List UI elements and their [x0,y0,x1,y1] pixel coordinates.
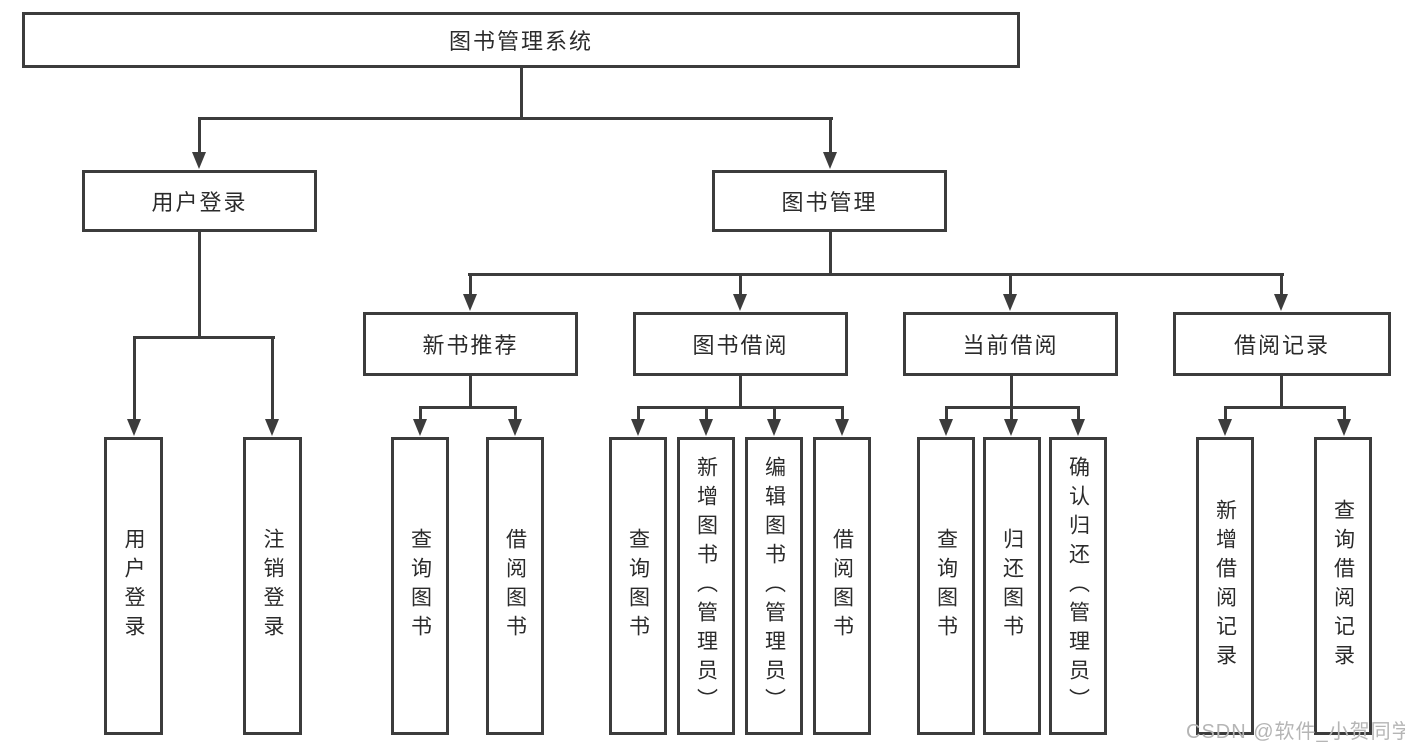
arrow-down-icon [1337,419,1351,436]
connector-level3-hline [468,273,1284,276]
leaf-borrow-query-book: 查询图书 [609,437,667,735]
connector-user-login-stem [198,232,201,336]
leaf-label: 查询图书 [626,528,650,644]
connector-group-hline [637,406,843,409]
leaf-label: 借阅图书 [830,528,854,644]
connector-group-stem [469,376,472,408]
arrow-down-icon [699,419,713,436]
arrow-down-icon [127,419,141,436]
connector-arrow-stem [419,406,422,421]
arrow-down-icon [733,294,747,311]
connector-arrow-stem [1224,406,1227,421]
arrow-down-icon [939,419,953,436]
arrow-down-icon [1218,419,1232,436]
arrow-down-icon [835,419,849,436]
arrow-down-icon [631,419,645,436]
leaf-record-query-borrow-record: 查询借阅记录 [1314,437,1372,735]
connector-arrow-stem [271,336,274,420]
connector-group-hline [1224,406,1346,409]
arrow-down-icon [463,294,477,311]
arrow-down-icon [508,419,522,436]
connector-arrow-stem [637,406,640,421]
leaf-borrow-borrow-book: 借阅图书 [813,437,871,735]
leaf-current-query-book: 查询图书 [917,437,975,735]
connector-arrow-stem [1009,273,1012,296]
arrow-down-icon [192,152,206,169]
connector-arrow-stem [1010,406,1013,421]
connector-arrow-stem [1280,273,1283,296]
node-root-label: 图书管理系统 [448,29,593,54]
leaf-label: 查询借阅记录 [1331,499,1355,673]
node-current-borrow: 当前借阅 [903,312,1118,376]
connector-group-hline [419,406,517,409]
leaf-newbook-borrow-book: 借阅图书 [486,437,544,735]
arrow-down-icon [1004,419,1018,436]
leaf-label: 借阅图书 [503,528,527,644]
arrow-down-icon [413,419,427,436]
arrow-down-icon [1071,419,1085,436]
connector-group-stem [1010,376,1013,408]
node-root-library-system: 图书管理系统 [22,12,1020,68]
node-user-login-label: 用户登录 [151,190,248,215]
leaf-label: 确认归还（管理员） [1066,455,1090,717]
leaf-current-return-book: 归还图书 [983,437,1041,735]
connector-arrow-stem [773,406,776,421]
connector-group-stem [739,376,742,408]
node-book-management: 图书管理 [712,170,947,232]
leaf-label: 归还图书 [1000,528,1024,644]
connector-arrow-stem [133,336,136,420]
leaf-label: 新增图书（管理员） [694,455,718,717]
connector-arrow-stem [739,273,742,296]
connector-book-mgmt-stem [829,232,832,273]
connector-group-stem [1280,376,1283,408]
connector-arrow-stem [705,406,708,421]
node-book-borrow: 图书借阅 [633,312,848,376]
arrow-down-icon [1274,294,1288,311]
node-current-borrow-label: 当前借阅 [962,333,1059,358]
leaf-borrow-add-book-admin: 新增图书（管理员） [677,437,735,735]
connector-arrow-stem-book-mgmt [829,117,832,155]
leaf-newbook-query-book: 查询图书 [391,437,449,735]
csdn-watermark: CSDN @软件_小贺同学 [1186,721,1405,743]
node-new-book-recommend: 新书推荐 [363,312,578,376]
arrow-down-icon [823,152,837,169]
connector-arrow-stem [1077,406,1080,421]
leaf-label: 查询图书 [934,528,958,644]
node-book-management-label: 图书管理 [781,190,878,215]
arrow-down-icon [1003,294,1017,311]
connector-arrow-stem [514,406,517,421]
leaf-label: 编辑图书（管理员） [762,455,786,717]
connector-arrow-stem [945,406,948,421]
connector-arrow-stem [469,273,472,296]
leaf-current-confirm-return-admin: 确认归还（管理员） [1049,437,1107,735]
node-borrow-record-label: 借阅记录 [1233,333,1330,358]
leaf-label: 新增借阅记录 [1213,499,1237,673]
connector-root-stem [520,68,523,117]
leaf-logout: 注销登录 [243,437,302,735]
connector-arrow-stem-user-login [198,117,201,155]
node-borrow-record: 借阅记录 [1173,312,1391,376]
leaf-user-login: 用户登录 [104,437,163,735]
connector-arrow-stem [841,406,844,421]
node-book-borrow-label: 图书借阅 [692,333,789,358]
leaf-borrow-edit-book-admin: 编辑图书（管理员） [745,437,803,735]
connector-arrow-stem [1343,406,1346,421]
leaf-record-add-borrow-record: 新增借阅记录 [1196,437,1254,735]
node-new-book-recommend-label: 新书推荐 [422,333,519,358]
node-user-login: 用户登录 [82,170,317,232]
connector-user-login-hline [133,336,275,339]
leaf-label: 用户登录 [122,528,145,644]
leaf-label: 查询图书 [408,528,432,644]
arrow-down-icon [767,419,781,436]
leaf-label: 注销登录 [261,528,284,644]
arrow-down-icon [265,419,279,436]
connector-level2-hline [198,117,833,120]
